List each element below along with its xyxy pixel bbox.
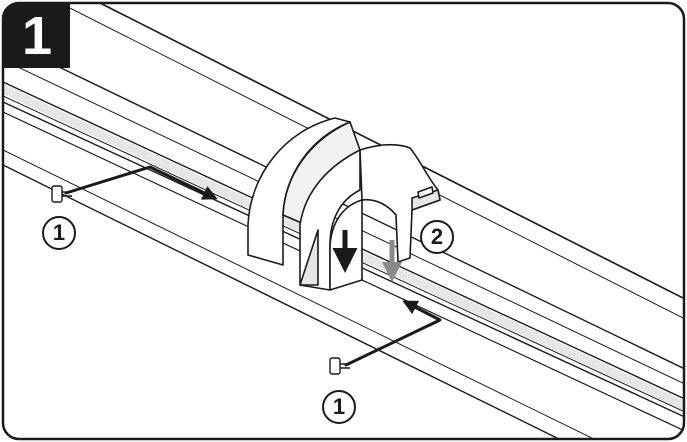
insertion-arrows bbox=[332, 230, 402, 282]
bottom-screw bbox=[329, 300, 442, 375]
left-screw bbox=[51, 165, 218, 203]
callout-left-screw: 1 bbox=[42, 216, 76, 250]
callout-bottom-screw: 1 bbox=[322, 390, 356, 424]
callout-end-cap: 2 bbox=[420, 220, 454, 254]
step-number-badge: 1 bbox=[4, 4, 70, 68]
end-cap-rear bbox=[359, 143, 441, 263]
